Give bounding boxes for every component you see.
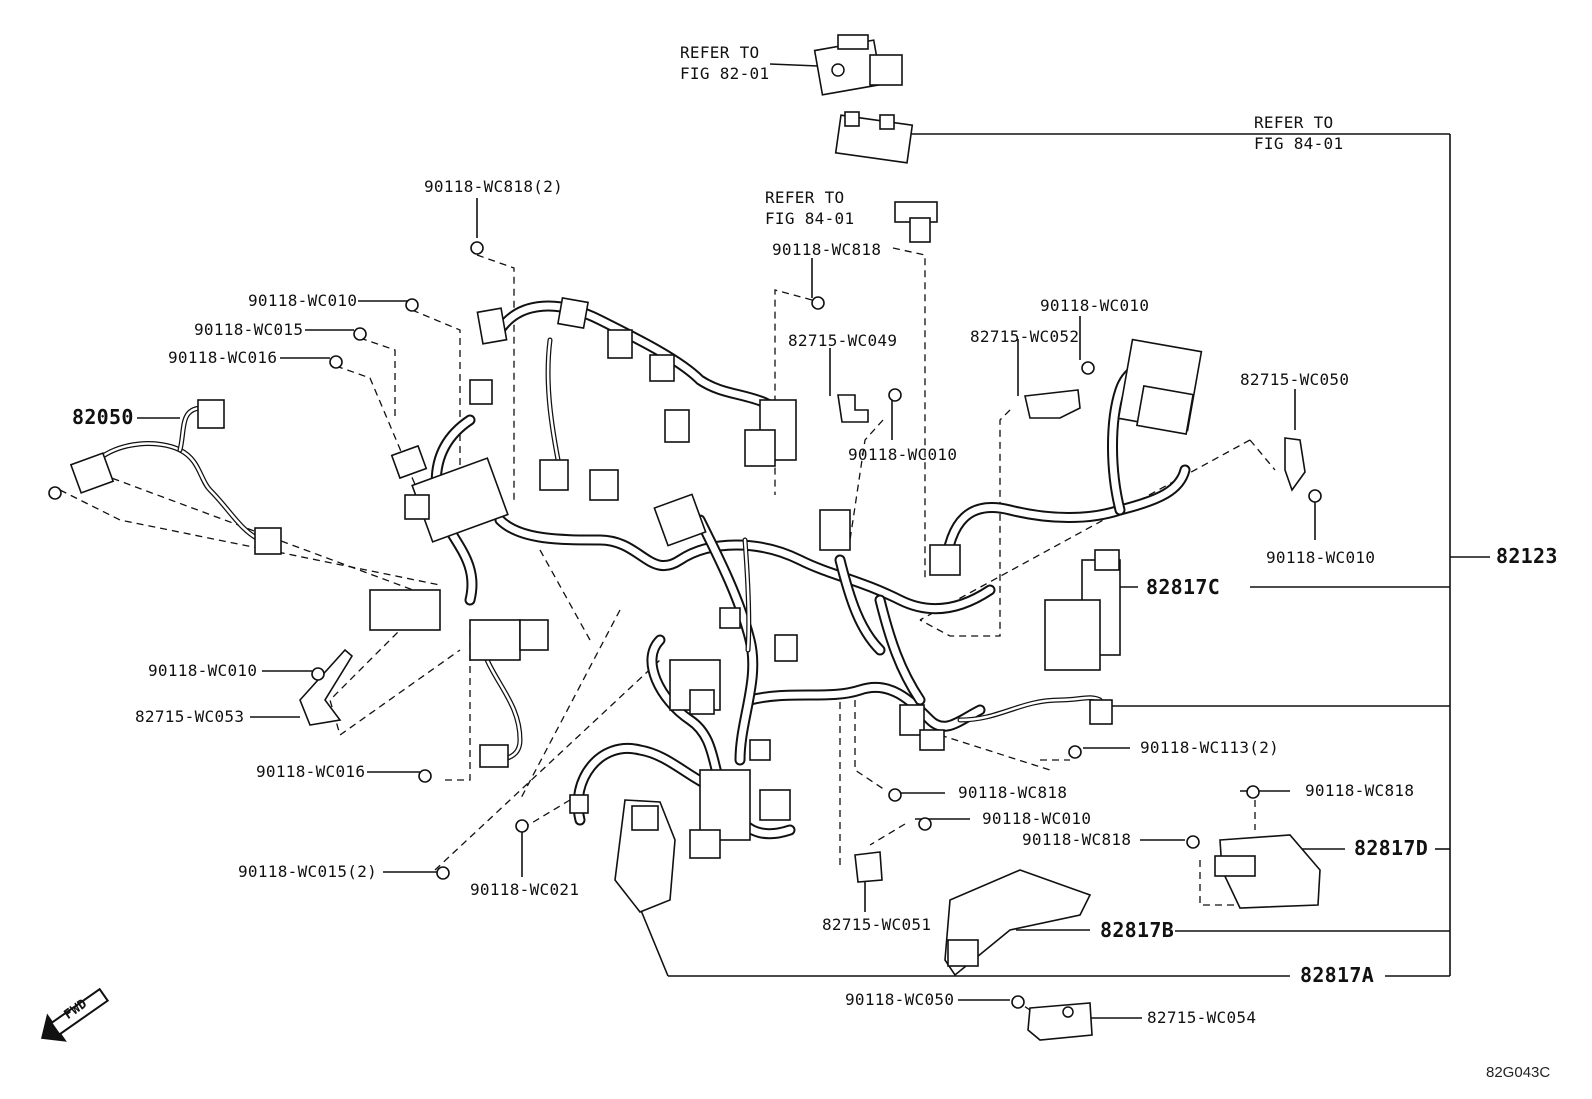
figure-code: 82G043C bbox=[1486, 1064, 1551, 1081]
bracket-82715-wc051 bbox=[854, 851, 883, 883]
part-82817c: 82817C bbox=[1146, 575, 1221, 599]
ref-fig84-top-line1: REFER TO bbox=[1254, 113, 1334, 132]
relay-block-82817a bbox=[614, 799, 676, 913]
bolts bbox=[48, 241, 1322, 1009]
harness-82050 bbox=[69, 399, 282, 555]
part-82817b: 82817B bbox=[1100, 918, 1175, 942]
part-82050: 82050 bbox=[72, 405, 134, 429]
part-82715-wc053: 82715-WC053 bbox=[135, 707, 245, 726]
bracket-82715-wc053 bbox=[299, 648, 354, 726]
relay-block-82817d bbox=[1214, 834, 1321, 909]
ref-fig84-mid-line1: REFER TO bbox=[765, 188, 845, 207]
bracket-82715-wc054 bbox=[1027, 1002, 1093, 1041]
part-90118-wc818-mid: 90118-WC818 bbox=[772, 240, 882, 259]
part-82715-wc052: 82715-WC052 bbox=[970, 327, 1080, 346]
leader-lines bbox=[137, 63, 1490, 1019]
relay-block-82817b bbox=[944, 869, 1092, 977]
bracket-82715-wc052 bbox=[1024, 389, 1081, 419]
wire-harness-82123 bbox=[369, 297, 1203, 859]
part-90118-wc010-d: 90118-WC010 bbox=[1266, 548, 1376, 567]
part-82715-wc051: 82715-WC051 bbox=[822, 915, 932, 934]
part-82817d: 82817D bbox=[1354, 836, 1429, 860]
ref-fig82-line2: FIG 82-01 bbox=[680, 64, 770, 83]
part-90118-wc010-e: 90118-WC010 bbox=[148, 661, 258, 680]
part-90118-wc818-2-top: 90118-WC818(2) bbox=[424, 177, 564, 196]
part-90118-wc818-d: 90118-WC818 bbox=[1022, 830, 1132, 849]
part-90118-wc015-a: 90118-WC015 bbox=[194, 320, 304, 339]
part-90118-wc818-b: 90118-WC818 bbox=[958, 783, 1068, 802]
ref-fig82-line1: REFER TO bbox=[680, 43, 760, 62]
ref-fig84-mid-line2: FIG 84-01 bbox=[765, 209, 855, 228]
bracket-82715-wc049 bbox=[837, 394, 869, 423]
part-90118-wc010-b: 90118-WC010 bbox=[848, 445, 958, 464]
part-90118-wc010-f: 90118-WC010 bbox=[982, 809, 1092, 828]
ref-fig84-top-line2: FIG 84-01 bbox=[1254, 134, 1344, 153]
part-82817a: 82817A bbox=[1300, 963, 1375, 987]
ref-part-fig84-a bbox=[834, 111, 914, 164]
part-90118-wc113-2: 90118-WC113(2) bbox=[1140, 738, 1280, 757]
part-90118-wc818-c: 90118-WC818 bbox=[1305, 781, 1415, 800]
part-90118-wc050: 90118-WC050 bbox=[845, 990, 955, 1009]
part-90118-wc010-a: 90118-WC010 bbox=[248, 291, 358, 310]
ref-part-fig82 bbox=[813, 34, 903, 96]
part-90118-wc010-c: 90118-WC010 bbox=[1040, 296, 1150, 315]
part-82715-wc050: 82715-WC050 bbox=[1240, 370, 1350, 389]
part-90118-wc016-b: 90118-WC016 bbox=[256, 762, 366, 781]
ref-part-fig84-b bbox=[894, 201, 938, 243]
part-82715-wc054: 82715-WC054 bbox=[1147, 1008, 1257, 1027]
part-90118-wc021: 90118-WC021 bbox=[470, 880, 580, 899]
part-90118-wc015-2: 90118-WC015(2) bbox=[238, 862, 378, 881]
part-82123: 82123 bbox=[1496, 544, 1558, 568]
bracket-82715-wc050 bbox=[1284, 437, 1306, 492]
relay-block-82817c bbox=[1044, 549, 1121, 671]
part-82715-wc049: 82715-WC049 bbox=[788, 331, 898, 350]
fwd-arrow-icon bbox=[40, 987, 110, 1042]
part-90118-wc016-a: 90118-WC016 bbox=[168, 348, 278, 367]
